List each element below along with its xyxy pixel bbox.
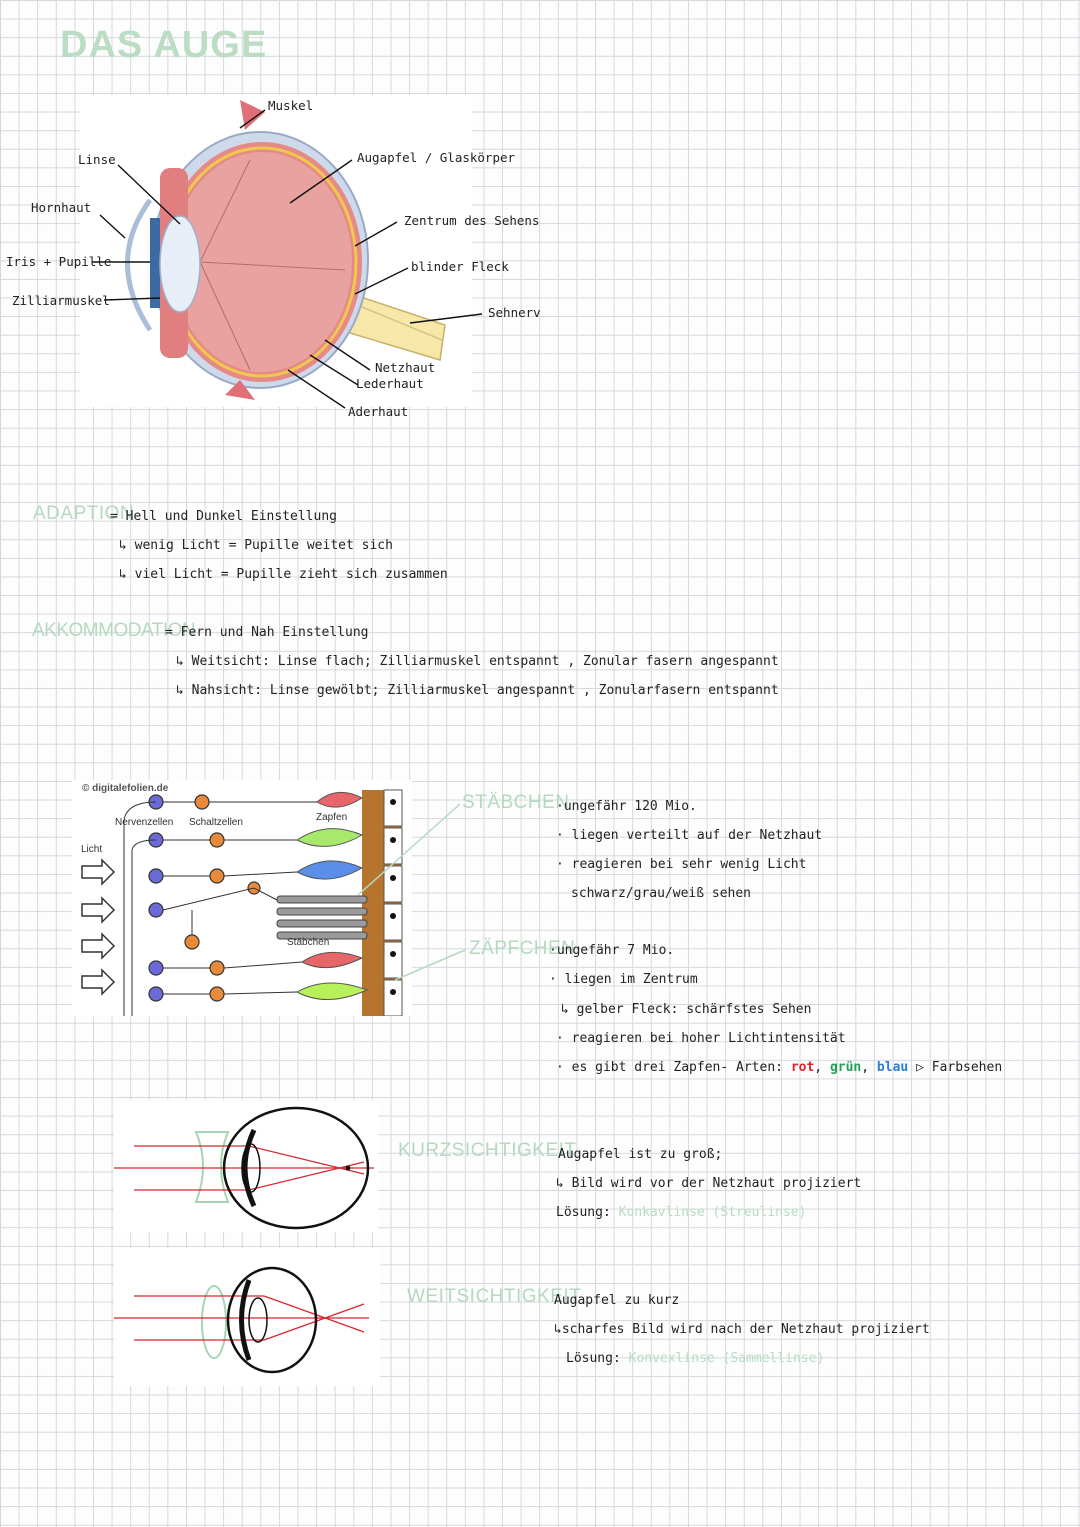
- label-zilliarmuskel: Zilliarmuskel: [12, 293, 110, 308]
- staebchen-line-2: · liegen verteilt auf der Netzhaut: [556, 828, 822, 843]
- akkommodation-definition: = Fern und Nah Einstellung: [165, 625, 369, 640]
- loesung-label: Lösung:: [556, 1205, 611, 1220]
- staebchen-line-4: schwarz/grau/weiß sehen: [571, 886, 751, 901]
- zaepfchen-line-3: ↳ gelber Fleck: schärfstes Sehen: [561, 1002, 811, 1017]
- retina-label-licht: Licht: [81, 844, 102, 855]
- kurzsichtigkeit-solution: Lösung: Konkavlinse (Streulinse): [556, 1205, 806, 1220]
- akkommodation-line-1: ↳ Weitsicht: Linse flach; Zilliarmuskel …: [176, 654, 779, 669]
- zaepfchen-line-4: · reagieren bei hoher Lichtintensität: [556, 1031, 846, 1046]
- staebchen-heading: STÄBCHEN: [462, 792, 569, 814]
- kurzsichtigkeit-line-2: ↳ Bild wird vor der Netzhaut projiziert: [556, 1176, 861, 1191]
- label-zentrum: Zentrum des Sehens: [404, 213, 539, 228]
- zaepfchen-line-5: · es gibt drei Zapfen- Arten: rot, grün,…: [556, 1060, 1002, 1075]
- staebchen-line-1: ·ungefähr 120 Mio.: [556, 799, 697, 814]
- myopia-illustration: [114, 1100, 378, 1232]
- zapfen-arten-text: · es gibt drei Zapfen- Arten:: [556, 1060, 783, 1075]
- retina-label-staebchen: Stäbchen: [287, 937, 329, 948]
- adaption-definition: = Hell und Dunkel Einstellung: [110, 509, 337, 524]
- label-sehnerv: Sehnerv: [488, 305, 541, 320]
- label-aderhaut: Aderhaut: [348, 404, 408, 419]
- retina-credit: © digitalefolien.de: [82, 783, 168, 794]
- weitsichtigkeit-line-2: ↳scharfes Bild wird nach der Netzhaut pr…: [554, 1322, 930, 1337]
- color-blau: blau: [877, 1060, 908, 1075]
- akkommodation-line-2: ↳ Nahsicht: Linse gewölbt; Zilliarmuskel…: [176, 683, 779, 698]
- kurzsichtigkeit-line-1: Augapfel ist zu groß;: [558, 1147, 722, 1162]
- connector-lines: [340, 790, 470, 1010]
- adaption-line-1: ↳ wenig Licht = Pupille weitet sich: [119, 538, 393, 553]
- label-linse: Linse: [78, 152, 116, 167]
- label-netzhaut: Netzhaut: [375, 360, 435, 375]
- loesung-label: Lösung:: [566, 1351, 621, 1366]
- retina-label-schaltzellen: Schaltzellen: [189, 817, 243, 828]
- loesung-konkavlinse: Konkavlinse (Streulinse): [619, 1205, 807, 1220]
- color-rot: rot: [791, 1060, 814, 1075]
- label-blinder-fleck: blinder Fleck: [411, 259, 509, 274]
- label-augapfel: Augapfel / Glaskörper: [357, 150, 515, 165]
- label-iris: Iris + Pupille: [6, 254, 111, 269]
- color-gruen: grün: [830, 1060, 861, 1075]
- retina-label-nervenzellen: Nervenzellen: [115, 817, 173, 828]
- page-title: DAS AUGE: [60, 24, 267, 67]
- staebchen-line-3: · reagieren bei sehr wenig Licht: [556, 857, 806, 872]
- label-muskel: Muskel: [268, 98, 313, 113]
- zaepfchen-line-1: ·ungefähr 7 Mio.: [549, 943, 674, 958]
- weitsichtigkeit-solution: Lösung: Konvexlinse (Sammellinse): [566, 1351, 824, 1366]
- kurzsichtigkeit-heading: KURZSICHTIGKEIT: [398, 1140, 577, 1162]
- weitsichtigkeit-line-1: Augapfel zu kurz: [554, 1293, 679, 1308]
- adaption-line-2: ↳ viel Licht = Pupille zieht sich zusamm…: [119, 567, 448, 582]
- label-hornhaut: Hornhaut: [31, 200, 91, 215]
- label-lederhaut: Lederhaut: [356, 376, 424, 391]
- hyperopia-illustration: [114, 1248, 380, 1386]
- farbsehen-text: ▷ Farbsehen: [916, 1060, 1002, 1075]
- loesung-konvexlinse: Konvexlinse (Sammellinse): [629, 1351, 825, 1366]
- zaepfchen-line-2: · liegen im Zentrum: [549, 972, 698, 987]
